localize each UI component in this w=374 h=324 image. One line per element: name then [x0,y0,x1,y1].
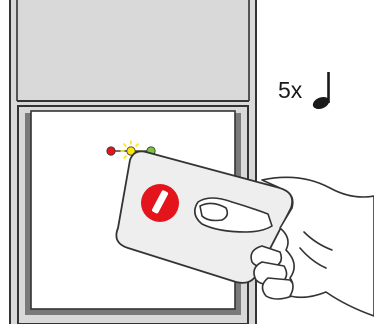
repeat-count-text: 5x [278,77,302,104]
led-red [107,147,115,155]
beep-instruction: 5x [278,70,334,110]
thumbnail [200,203,227,220]
quarter-note-icon [312,70,334,110]
